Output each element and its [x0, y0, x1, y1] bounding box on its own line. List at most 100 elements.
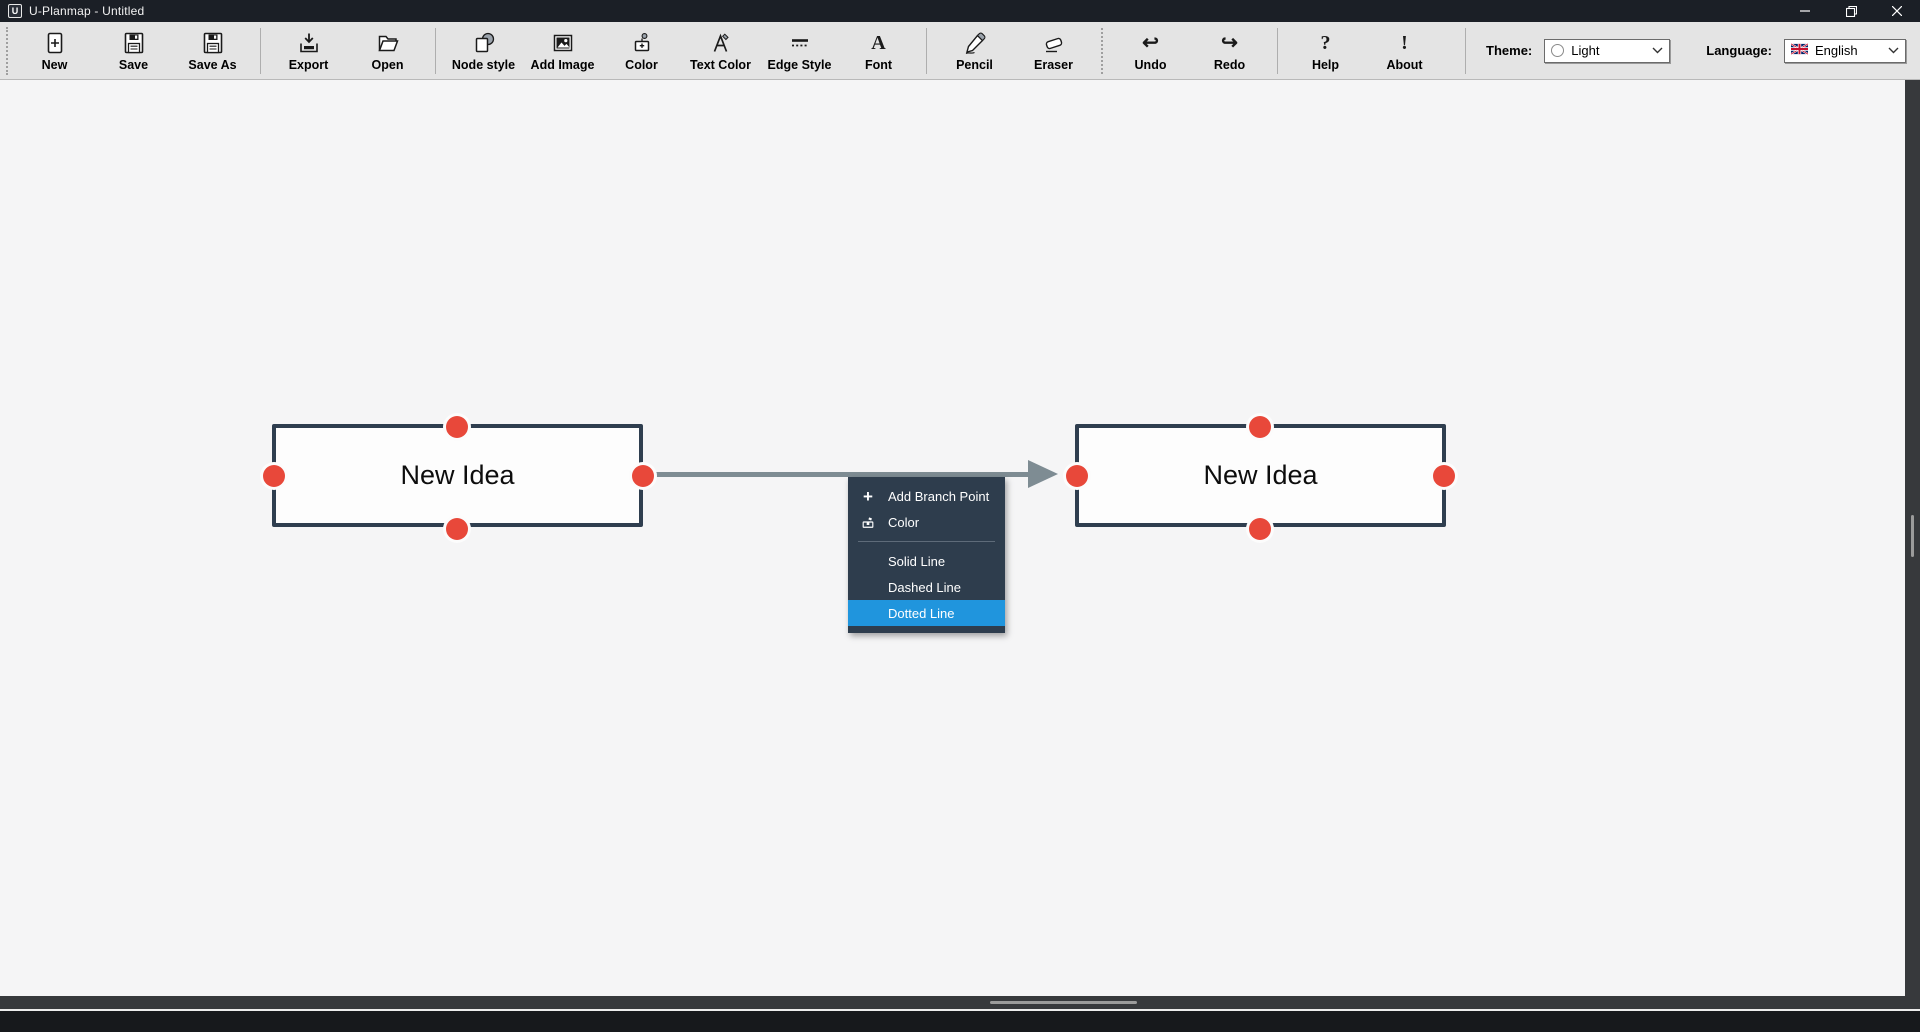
toolbar-button-label: Text Color	[690, 58, 751, 72]
export-icon	[295, 29, 322, 56]
toolbar-settings-zone: Theme: Light Language: English	[1457, 27, 1906, 74]
save-as-floppy-icon	[199, 29, 226, 56]
edge-line[interactable]	[650, 472, 1030, 477]
node-style-icon	[470, 29, 497, 56]
undo-icon: ↩	[1142, 31, 1159, 54]
toolbar-button-open[interactable]: Open	[349, 24, 426, 78]
help-question-icon: ?	[1320, 31, 1331, 54]
toolbar-button-label: Font	[864, 58, 893, 72]
menu-item-label: Add Branch Point	[888, 488, 990, 504]
toolbar-button-new[interactable]: New	[16, 24, 93, 78]
menu-item-add-branch-point[interactable]: + Add Branch Point	[848, 483, 1005, 509]
language-label: Language:	[1706, 43, 1772, 58]
node-label: New Idea	[1203, 460, 1318, 490]
font-icon: A	[871, 31, 886, 54]
minimize-icon	[1800, 10, 1810, 12]
close-icon	[1892, 6, 1902, 16]
toolbar-separator-dotted	[1101, 27, 1103, 74]
minimize-button[interactable]	[1782, 0, 1828, 22]
chevron-down-icon	[1652, 47, 1663, 54]
edge-style-icon	[786, 29, 813, 56]
horizontal-scrollbar-thumb[interactable]	[990, 1001, 1137, 1004]
toolbar-button-save-as[interactable]: Save As	[174, 24, 251, 78]
toolbar-button-edge-style[interactable]: Edge Style	[761, 24, 838, 78]
eraser-icon	[1040, 29, 1067, 56]
save-floppy-icon	[120, 29, 147, 56]
node-2[interactable]: New Idea	[1075, 424, 1446, 527]
menu-item-label: Color	[888, 514, 920, 530]
color-bucket-icon	[848, 515, 888, 529]
color-bucket-icon	[628, 29, 655, 56]
open-folder-icon	[374, 29, 401, 56]
toolbar-gripper[interactable]	[6, 26, 11, 75]
close-button[interactable]	[1874, 0, 1920, 22]
light-theme-icon	[1551, 44, 1565, 57]
toolbar-separator	[926, 27, 927, 74]
toolbar-button-label: Eraser	[1034, 58, 1073, 72]
chevron-down-icon	[1888, 47, 1899, 54]
toolbar-button-text-color[interactable]: Text Color	[682, 24, 759, 78]
language-selected-value: English	[1815, 43, 1858, 58]
titlebar[interactable]: U U-Planmap - Untitled	[0, 0, 1920, 22]
toolbar-button-save[interactable]: Save	[95, 24, 172, 78]
toolbar-button-label: Edge Style	[767, 58, 832, 72]
redo-icon: ↪	[1221, 31, 1238, 54]
window-title: U-Planmap - Untitled	[29, 4, 145, 18]
node-1-connection-point-right[interactable]	[632, 465, 654, 487]
toolbar-button-pencil[interactable]: Pencil	[936, 24, 1013, 78]
restore-icon	[1845, 5, 1857, 17]
menu-item-label: Dotted Line	[888, 605, 955, 621]
toolbar-button-label: Save As	[188, 58, 237, 72]
toolbar-button-label: Undo	[1134, 58, 1167, 72]
node-label: New Idea	[400, 460, 515, 490]
node-1[interactable]: New Idea	[272, 424, 643, 527]
mindmap-canvas[interactable]: New Idea New Idea + Add Branch Point Col…	[0, 80, 1905, 996]
menu-item-color[interactable]: Color	[848, 509, 1005, 535]
toolbar-button-label: Save	[118, 58, 149, 72]
node-2-connection-point-right[interactable]	[1433, 465, 1455, 487]
add-image-icon	[549, 29, 576, 56]
menu-item-dashed-line[interactable]: Dashed Line	[848, 574, 1005, 600]
toolbar-button-label: About	[1386, 58, 1423, 72]
toolbar-button-undo[interactable]: ↩ Undo	[1112, 24, 1189, 78]
toolbar-button-export[interactable]: Export	[270, 24, 347, 78]
restore-button[interactable]	[1828, 0, 1874, 22]
horizontal-scrollbar[interactable]	[0, 996, 1905, 1009]
menu-item-solid-line[interactable]: Solid Line	[848, 548, 1005, 574]
toolbar-button-label: Node style	[451, 58, 516, 72]
node-2-connection-point-left[interactable]	[1066, 465, 1088, 487]
toolbar: New Save Save As Export Open	[0, 22, 1920, 80]
toolbar-button-node-style[interactable]: Node style	[445, 24, 522, 78]
toolbar-separator	[435, 27, 436, 74]
node-1-connection-point-left[interactable]	[263, 465, 285, 487]
vertical-scrollbar-thumb[interactable]	[1911, 515, 1914, 557]
toolbar-button-eraser[interactable]: Eraser	[1015, 24, 1092, 78]
node-1-connection-point-top[interactable]	[446, 416, 468, 438]
toolbar-button-font[interactable]: A Font	[840, 24, 917, 78]
node-2-connection-point-bottom[interactable]	[1249, 518, 1271, 540]
node-2-connection-point-top[interactable]	[1249, 416, 1271, 438]
menu-item-dotted-line[interactable]: Dotted Line	[848, 600, 1005, 626]
theme-selected-value: Light	[1571, 43, 1600, 58]
edge-arrowhead-icon	[1028, 460, 1058, 488]
language-select[interactable]: English	[1784, 38, 1906, 63]
toolbar-separator	[1277, 27, 1278, 74]
menu-item-label: Solid Line	[888, 553, 946, 569]
menu-item-label: Dashed Line	[888, 579, 961, 595]
toolbar-button-color[interactable]: Color	[603, 24, 680, 78]
about-exclamation-icon: !	[1401, 31, 1408, 54]
app-logo-icon: U	[8, 4, 22, 18]
node-1-connection-point-bottom[interactable]	[446, 518, 468, 540]
uk-flag-icon	[1790, 42, 1809, 60]
plus-icon: +	[863, 486, 873, 506]
toolbar-button-label: Add Image	[530, 58, 595, 72]
toolbar-button-label: New	[41, 58, 68, 72]
vertical-scrollbar[interactable]	[1905, 80, 1920, 1009]
text-color-icon	[707, 29, 734, 56]
toolbar-button-help[interactable]: ? Help	[1287, 24, 1364, 78]
toolbar-button-about[interactable]: ! About	[1366, 24, 1443, 78]
theme-select[interactable]: Light	[1544, 38, 1671, 63]
toolbar-button-add-image[interactable]: Add Image	[524, 24, 601, 78]
toolbar-button-redo[interactable]: ↪ Redo	[1191, 24, 1268, 78]
